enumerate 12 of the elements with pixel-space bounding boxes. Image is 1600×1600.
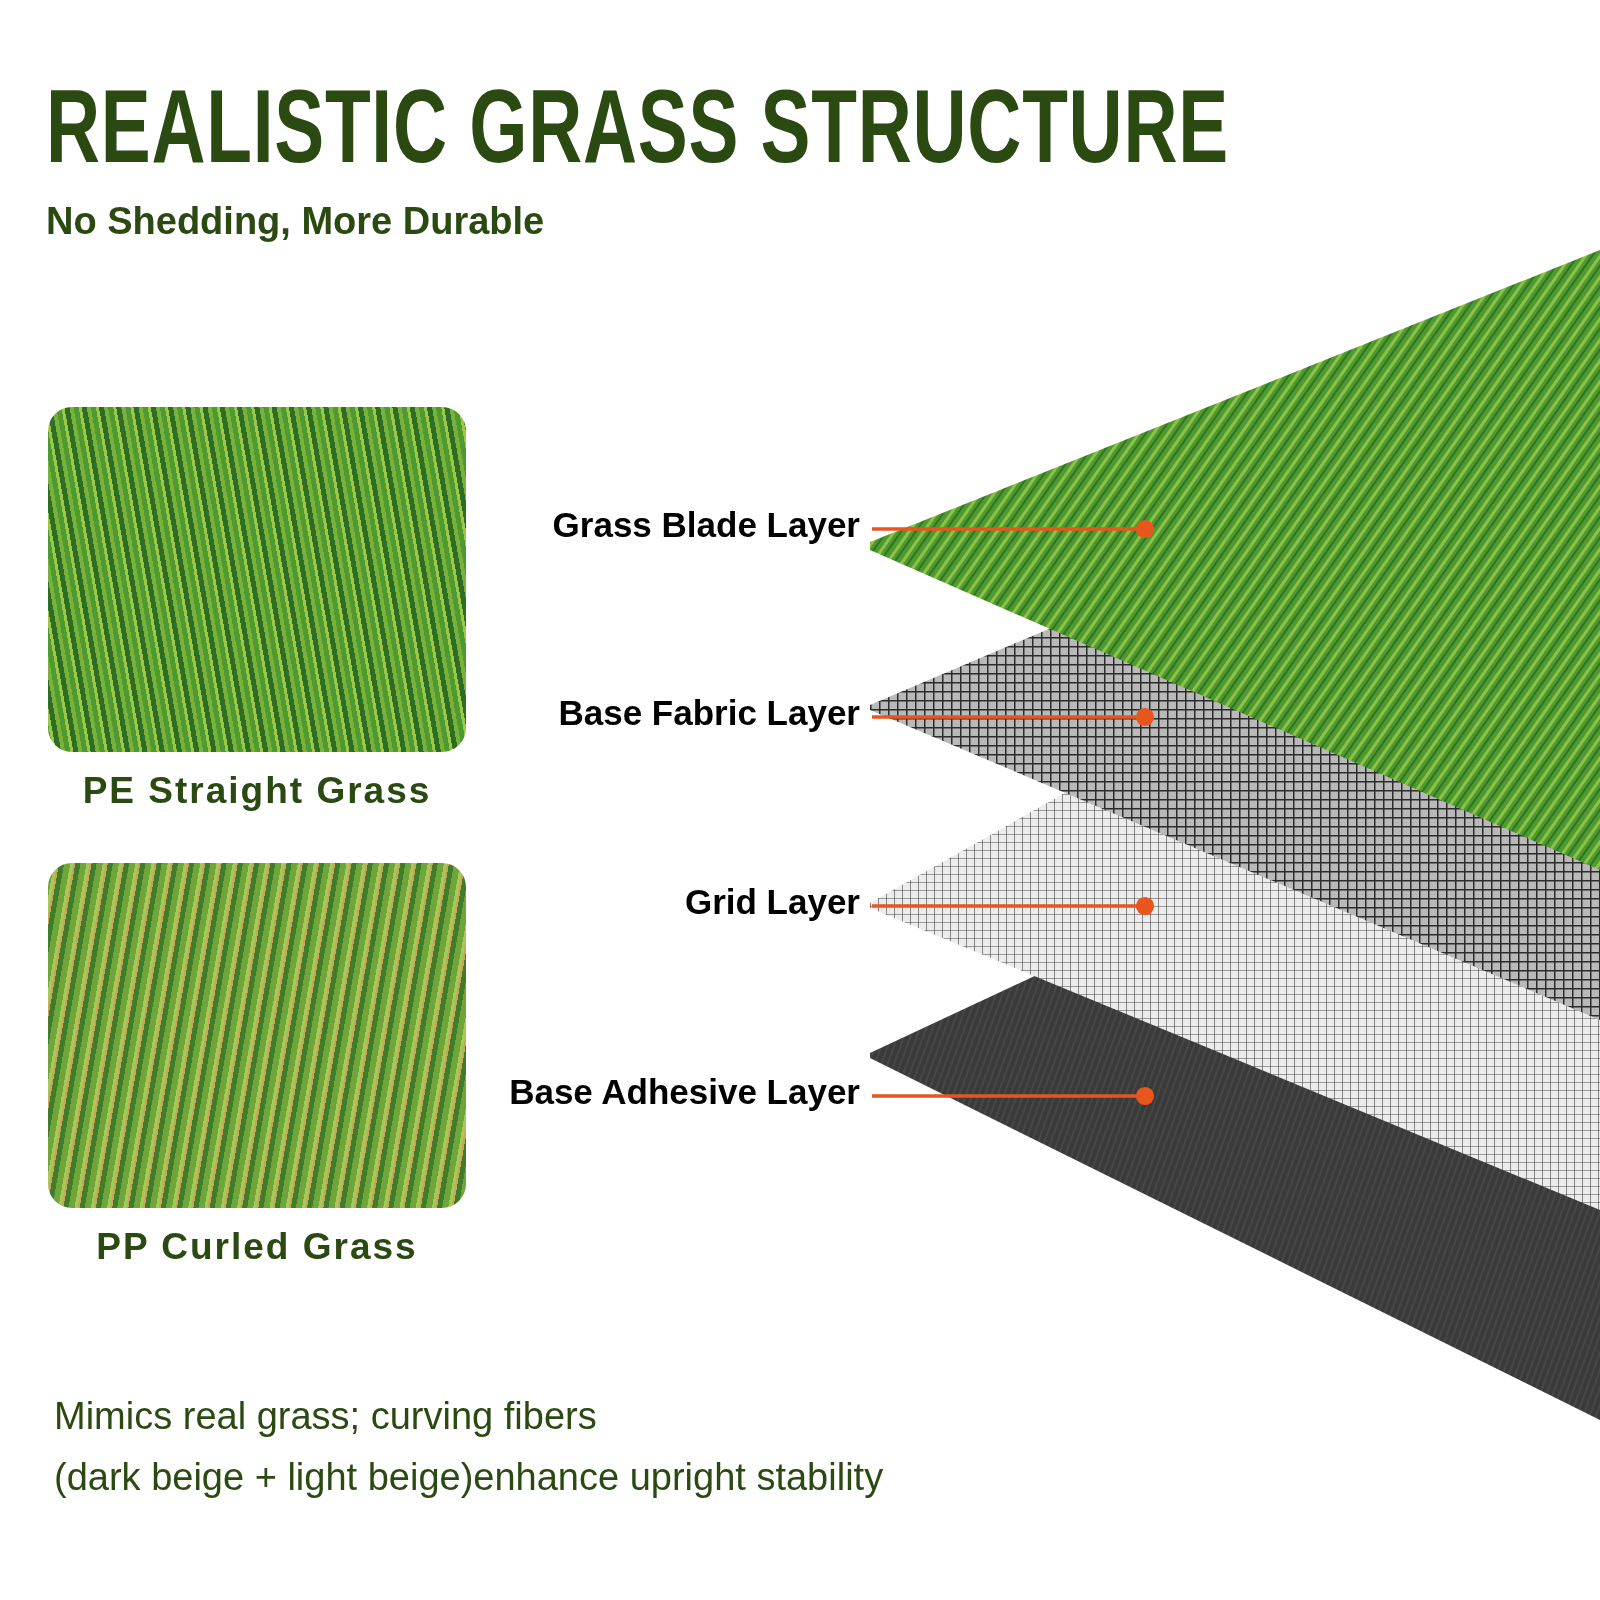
layer-label: Base Fabric Layer bbox=[558, 691, 860, 735]
description-text: Mimics real grass; curving fibers bbox=[54, 1394, 597, 1439]
leader-line bbox=[872, 519, 1155, 539]
leader-line bbox=[872, 1086, 1155, 1106]
layer-label: Grass Blade Layer bbox=[552, 503, 860, 547]
description-text: (dark beige + light beige)enhance upright stability bbox=[54, 1455, 884, 1500]
photo-caption: PE Straight Grass bbox=[81, 770, 433, 812]
subtitle: No Shedding, More Durable bbox=[46, 200, 545, 243]
title: REALISTIC GRASS STRUCTURE bbox=[46, 72, 1229, 182]
layer-label: Grid Layer bbox=[684, 880, 860, 924]
photo-caption: PP Curled Grass bbox=[95, 1226, 419, 1268]
layer-label: Base Adhesive Layer bbox=[509, 1070, 860, 1114]
